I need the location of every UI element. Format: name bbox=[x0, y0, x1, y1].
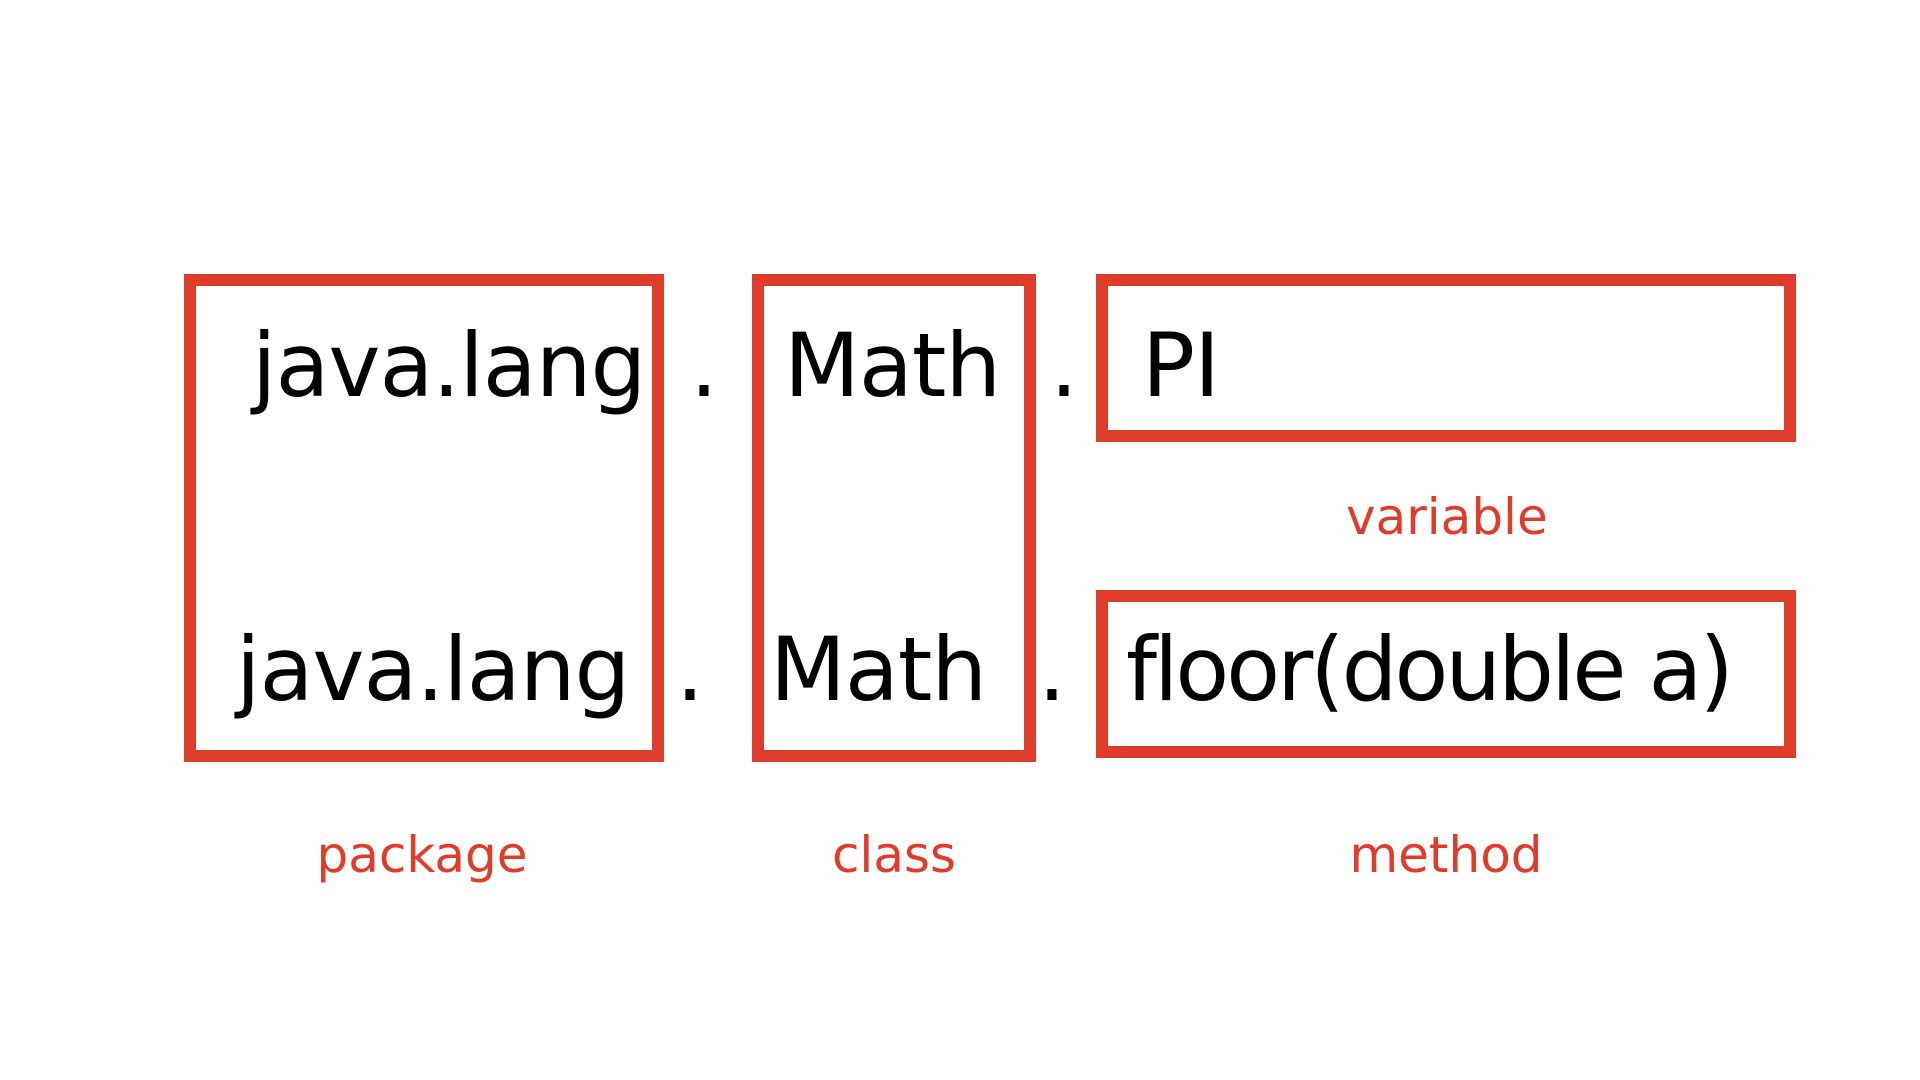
method-box bbox=[1096, 590, 1796, 758]
variable-label: variable bbox=[1346, 488, 1548, 546]
package-name-row2: java.lang bbox=[236, 618, 630, 721]
class-box bbox=[752, 274, 1036, 762]
package-name-row1: java.lang bbox=[252, 314, 646, 417]
separator-dot-row2-b: . bbox=[1038, 618, 1066, 721]
variable-name: PI bbox=[1142, 314, 1220, 417]
method-label: method bbox=[1349, 826, 1543, 884]
separator-dot-row1-b: . bbox=[1050, 314, 1078, 417]
separator-dot-row2-a: . bbox=[676, 618, 704, 721]
variable-box bbox=[1096, 274, 1796, 442]
class-name-row1: Math bbox=[784, 314, 1001, 417]
separator-dot-row1-a: . bbox=[690, 314, 718, 417]
class-name-row2: Math bbox=[770, 618, 987, 721]
package-label: package bbox=[316, 826, 528, 884]
class-label: class bbox=[831, 826, 957, 884]
package-box bbox=[184, 274, 664, 762]
method-signature: floor(double a) bbox=[1126, 618, 1734, 721]
